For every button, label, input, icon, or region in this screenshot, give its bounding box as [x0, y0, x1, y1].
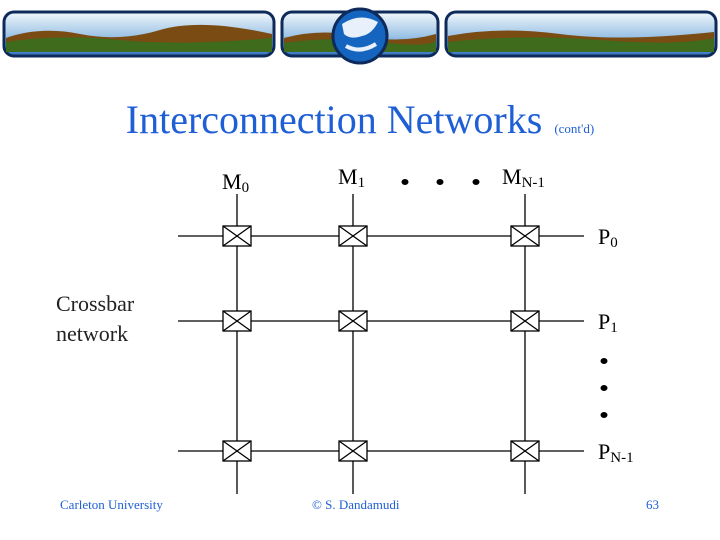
- crosspoint-switch: [510, 440, 540, 462]
- title-subtitle: (cont'd): [554, 121, 595, 136]
- crosspoint-switch: [338, 310, 368, 332]
- banner-panel-right: [444, 10, 718, 58]
- processor-label-0: P0: [598, 224, 618, 251]
- header-banner: [2, 7, 718, 65]
- footer-page-number: 63: [646, 497, 659, 512]
- crosspoint-switch: [222, 310, 252, 332]
- banner-panel-left: [2, 10, 276, 58]
- memory-label-0: M0: [222, 169, 249, 196]
- crosspoint-switch: [222, 440, 252, 462]
- side-label-line1: Crossbar: [56, 291, 135, 316]
- side-label-line2: network: [56, 321, 129, 346]
- crosspoint-switch: [510, 310, 540, 332]
- crossbar-network-label: Crossbar network: [56, 289, 134, 349]
- memory-label-n-1: MN-1: [502, 164, 545, 191]
- crosspoint-switch: [338, 225, 368, 247]
- footer-author: © S. Dandamudi: [312, 497, 400, 512]
- slide-title: Interconnection Networks (cont'd): [0, 96, 720, 143]
- crosspoint-switch: [222, 225, 252, 247]
- memory-label-1: M1: [338, 164, 365, 191]
- processor-label-1: P1: [598, 309, 618, 336]
- crosspoint-switch: [510, 225, 540, 247]
- processor-ellipsis-dots: [600, 358, 608, 418]
- processor-label-n-1: PN-1: [598, 439, 634, 466]
- memory-ellipsis-dots: [401, 179, 480, 185]
- globe-logo-icon: [331, 7, 389, 65]
- crosspoint-switch: [338, 440, 368, 462]
- title-main: Interconnection Networks: [125, 97, 543, 142]
- footer-institution: Carleton University: [60, 497, 163, 512]
